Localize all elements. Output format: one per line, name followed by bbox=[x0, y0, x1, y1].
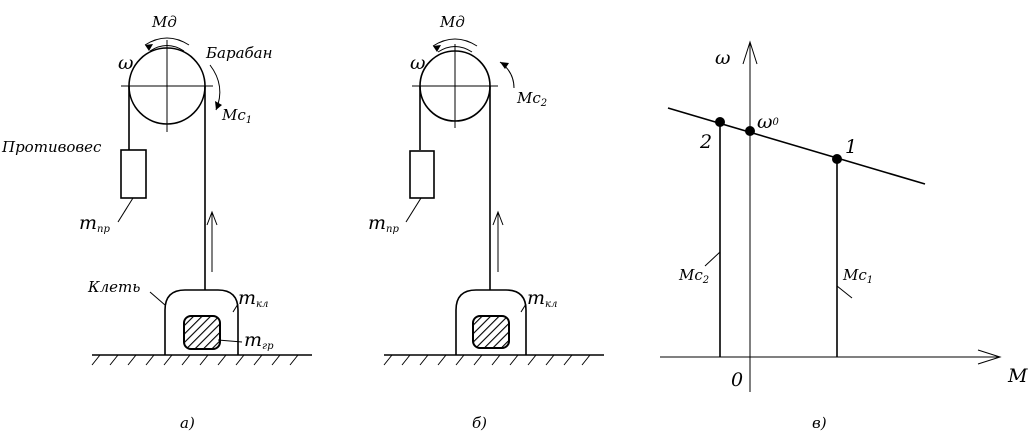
label-md-a: Мд bbox=[151, 13, 177, 31]
mc1-arrow-a bbox=[215, 101, 222, 110]
leader-mpr-b bbox=[405, 197, 422, 223]
label-mpr-a-sub: пр bbox=[97, 224, 110, 235]
md-arc-inner-b bbox=[437, 46, 473, 53]
label-mpr-b: mпр bbox=[368, 212, 399, 235]
cage-b bbox=[455, 289, 527, 355]
label-mkl-a-main: m bbox=[238, 287, 256, 309]
up-arrow-head-a bbox=[206, 210, 218, 226]
counterweight-b bbox=[409, 150, 435, 199]
leader-mkl-b bbox=[520, 303, 527, 313]
label-omega0-main: ω bbox=[757, 111, 773, 133]
label-omega-b: ω bbox=[410, 52, 426, 74]
up-arrow-head-b bbox=[492, 210, 504, 226]
label-mpr-a-main: m bbox=[79, 212, 97, 234]
label-drum-a: Барабан bbox=[205, 44, 273, 62]
label-mkl-b-sub: кл bbox=[545, 299, 557, 310]
label-mgr-a: mгр bbox=[244, 329, 274, 352]
leader-mc1 bbox=[836, 285, 853, 299]
caption-b: б) bbox=[472, 414, 487, 432]
label-mkl-a-sub: кл bbox=[256, 299, 268, 310]
motor-characteristic bbox=[667, 107, 926, 185]
label-point-1: 1 bbox=[845, 136, 857, 158]
leader-cage-a bbox=[149, 291, 166, 306]
label-mpr-b-main: m bbox=[368, 212, 386, 234]
label-mgr-a-sub: гр bbox=[262, 341, 274, 352]
x-axis-arrow bbox=[977, 349, 1002, 365]
md-arc-outer-b bbox=[432, 38, 478, 47]
point-1 bbox=[832, 154, 842, 164]
label-mc2-c: Мс2 bbox=[678, 266, 709, 286]
label-mc1-c-sub: 1 bbox=[867, 275, 873, 286]
label-mkl-a: mкл bbox=[238, 287, 268, 310]
md-arrow-a bbox=[145, 44, 153, 51]
caption-c: в) bbox=[812, 414, 827, 432]
y-axis-arrow bbox=[742, 40, 758, 65]
label-md-b: Мд bbox=[439, 13, 465, 31]
label-mc1-a: Мс1 bbox=[221, 106, 252, 126]
leader-mc2 bbox=[704, 251, 721, 267]
counterweight-a bbox=[120, 149, 147, 199]
leader-mgr-a bbox=[217, 339, 243, 343]
panel-a: Мд ω Барабан Мс1 Противовес mпр Клеть mк… bbox=[1, 13, 312, 432]
label-omega0-sub: 0 bbox=[773, 117, 780, 128]
label-origin: 0 bbox=[731, 369, 743, 391]
caption-a: а) bbox=[180, 414, 195, 432]
label-mc1-c: Мс1 bbox=[842, 266, 873, 286]
load-a bbox=[183, 315, 221, 350]
point-omega0 bbox=[745, 126, 755, 136]
ground-hatching-b bbox=[383, 354, 591, 366]
label-mpr-a: mпр bbox=[79, 212, 110, 235]
label-mgr-a-main: m bbox=[244, 329, 262, 351]
label-cage-a: Клеть bbox=[87, 278, 140, 296]
point-2 bbox=[715, 117, 725, 127]
label-point-2: 2 bbox=[699, 131, 712, 153]
ground-hatching-a bbox=[91, 354, 299, 366]
panel-b: Мд ω Мс2 mпр mкл б) bbox=[368, 13, 604, 432]
label-counterweight-a: Противовес bbox=[1, 138, 102, 156]
label-mc2-c-sub: 2 bbox=[702, 275, 709, 286]
leader-mpr-a bbox=[117, 197, 134, 223]
label-mc1-a-main: Мс bbox=[221, 106, 246, 124]
md-arrow-b bbox=[433, 45, 441, 52]
label-omega-a: ω bbox=[118, 52, 134, 74]
label-mc1-a-sub: 1 bbox=[246, 115, 252, 126]
panel-c: ω M 0 ω0 1 2 Мс2 Мс1 в) bbox=[660, 40, 1028, 432]
cage-a bbox=[164, 289, 239, 355]
leader-mkl-a bbox=[232, 303, 239, 313]
label-y-axis: ω bbox=[715, 47, 731, 69]
label-mkl-b-main: m bbox=[527, 287, 545, 309]
label-mc2-b-main: Мс bbox=[516, 89, 541, 107]
load-b bbox=[472, 315, 510, 349]
label-mc2-b: Мс2 bbox=[516, 89, 547, 109]
label-mpr-b-sub: пр bbox=[386, 224, 399, 235]
md-arc-inner-a bbox=[149, 45, 185, 52]
label-mc1-c-main: Мс bbox=[842, 266, 867, 284]
md-arc-outer-a bbox=[144, 37, 190, 46]
label-omega0: ω0 bbox=[757, 111, 780, 133]
label-x-axis: M bbox=[1007, 365, 1028, 387]
label-mc2-c-main: Мс bbox=[678, 266, 703, 284]
label-mkl-b: mкл bbox=[527, 287, 557, 310]
mc2-arrow-b bbox=[500, 62, 509, 69]
label-mc2-b-sub: 2 bbox=[540, 98, 547, 109]
